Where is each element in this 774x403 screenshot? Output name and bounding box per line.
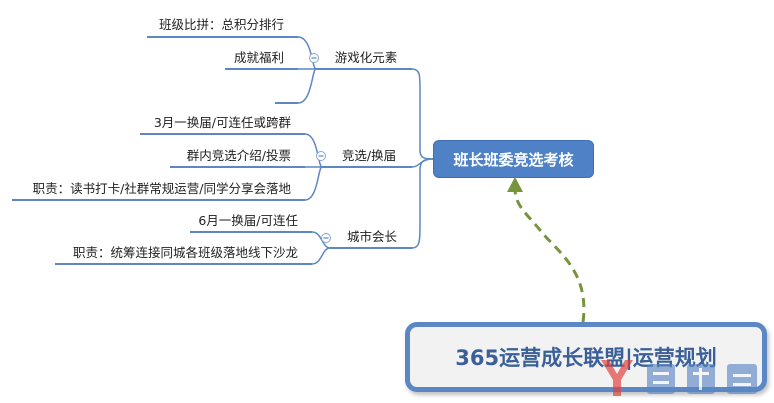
leaf-achievement-rewards: 成就福利	[233, 50, 284, 65]
collapse-minus	[311, 57, 329, 239]
watermark-logo	[601, 360, 757, 396]
leaf-class-ranking: 班级比拼：总积分排行	[158, 17, 284, 32]
leaf-brackets	[297, 36, 331, 265]
leaf-city-term: 6月一换届/可连任	[198, 213, 298, 228]
root-label: 班长班委竞选考核	[453, 150, 574, 169]
leaf-underlines	[12, 36, 312, 265]
leaf-city-duties: 职责：统筹连接同城各班级落地线下沙龙	[72, 245, 298, 260]
root-connectors	[411, 68, 434, 249]
leaf-duties: 职责：读书打卡/社群常规运营/同学分享会落地	[32, 181, 291, 196]
callout-box: 365运营成长联盟|运营规划	[405, 322, 767, 392]
root-node: 班长班委竞选考核	[433, 140, 594, 178]
branch-city-president: 城市会长	[346, 229, 397, 244]
arrow-head	[507, 177, 523, 192]
leaf-group-election: 群内竞选介绍/投票	[186, 148, 291, 163]
dashed-arrow	[513, 187, 586, 323]
collapse-toggles	[309, 53, 331, 243]
leaf-term-rotation: 3月一换届/可连任或跨群	[153, 115, 291, 130]
branch-gamification: 游戏化元素	[334, 50, 398, 65]
branch-underlines	[316, 68, 412, 249]
branch-election: 竞选/换届	[341, 148, 397, 163]
